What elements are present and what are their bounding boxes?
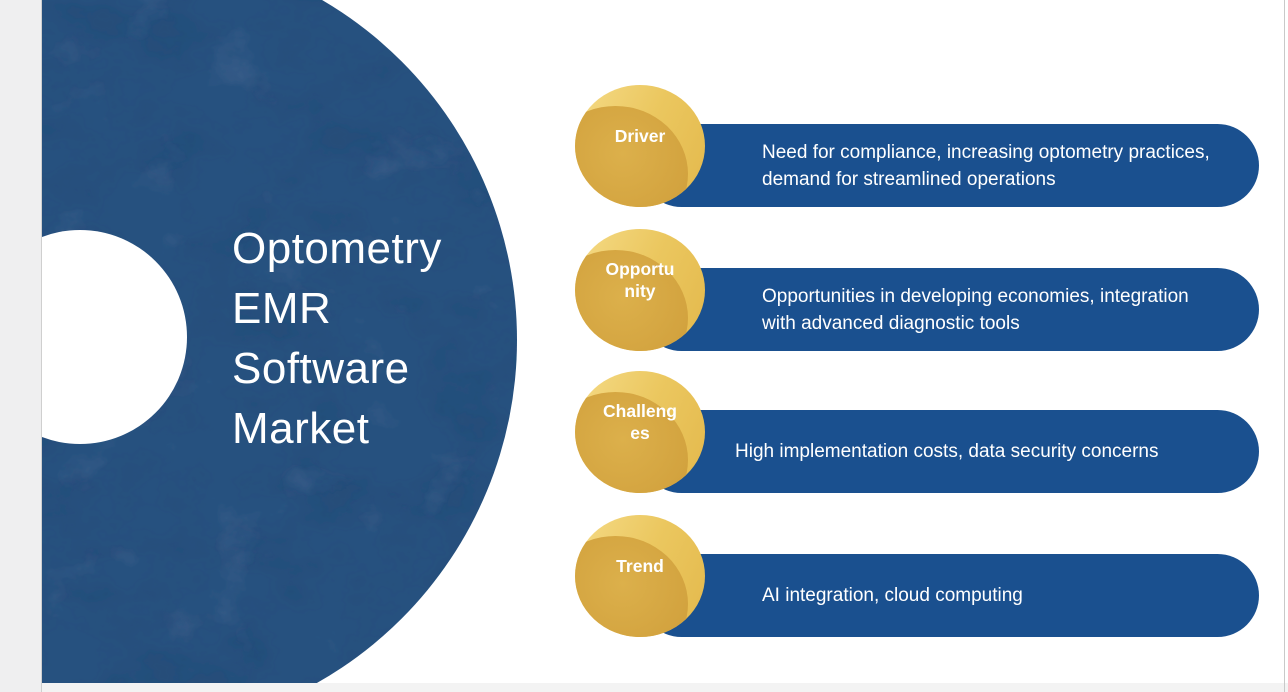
factor-pill: AI integration, cloud computing: [640, 554, 1259, 637]
factor-pill: Need for compliance, increasing optometr…: [640, 124, 1259, 207]
factor-badge-label: Trend: [616, 556, 664, 576]
factor-row-opportunity: Opportunities in developing economies, i…: [575, 229, 1259, 353]
factor-pill: Opportunities in developing economies, i…: [640, 268, 1259, 351]
factor-pill: High implementation costs, data security…: [640, 410, 1259, 493]
factor-pill-text: Opportunities in developing economies, i…: [762, 285, 1189, 334]
factor-pill-text: AI integration, cloud computing: [762, 585, 1023, 606]
left-gutter: [0, 0, 42, 692]
slide-title: Optometry EMR Software Market: [232, 224, 442, 453]
factor-badge: Trend: [575, 515, 705, 637]
factor-badge-label: Opportu nity: [605, 259, 675, 301]
factor-row-driver: Need for compliance, increasing optometr…: [575, 85, 1259, 209]
donut-hole-circle: [42, 230, 187, 444]
factor-badge-label: Driver: [614, 126, 666, 146]
factor-badge: Challeng es: [575, 371, 705, 493]
factor-row-challenges: High implementation costs, data security…: [575, 371, 1259, 495]
factor-badge: Driver: [575, 85, 705, 207]
slide-canvas: Optometry EMR Software Market Need for c…: [42, 0, 1284, 683]
factor-badge-label: Challeng es: [603, 401, 677, 443]
bottom-gutter: [0, 683, 1288, 692]
factor-badge: Opportu nity: [575, 229, 705, 351]
factor-pill-text: High implementation costs, data security…: [735, 441, 1159, 462]
factor-row-trend: AI integration, cloud computing Trend: [575, 515, 1259, 639]
pane-edge-line: [1284, 0, 1285, 692]
factor-pill-text: Need for compliance, increasing optometr…: [762, 141, 1210, 190]
